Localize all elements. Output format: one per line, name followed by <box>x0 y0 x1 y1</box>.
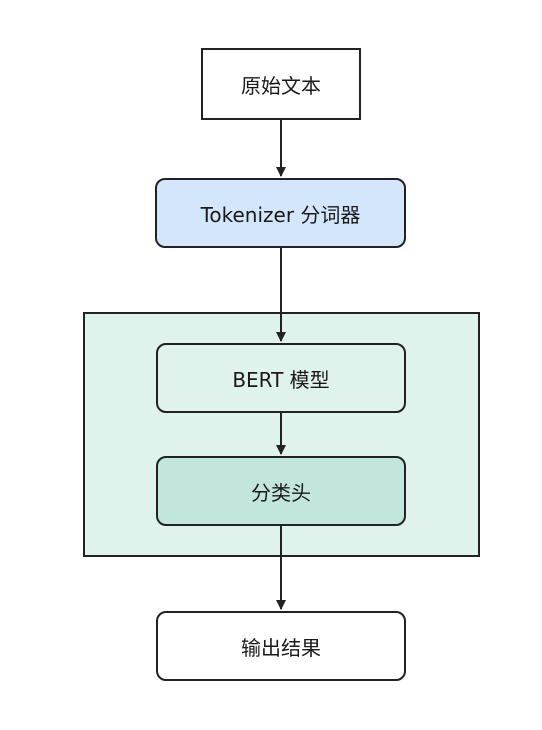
bert-model-label: BERT 模型 <box>232 367 330 392</box>
output-result-label: 输出结果 <box>241 635 321 660</box>
bert-model-node: BERT 模型 <box>156 343 406 413</box>
input-text-label: 原始文本 <box>241 73 321 98</box>
input-text-node: 原始文本 <box>201 48 361 120</box>
tokenizer-node: Tokenizer 分词器 <box>155 178 406 248</box>
classification-head-label: 分类头 <box>251 480 311 505</box>
tokenizer-label: Tokenizer 分词器 <box>200 202 361 227</box>
output-result-node: 输出结果 <box>156 611 406 681</box>
classification-head-node: 分类头 <box>156 456 406 526</box>
